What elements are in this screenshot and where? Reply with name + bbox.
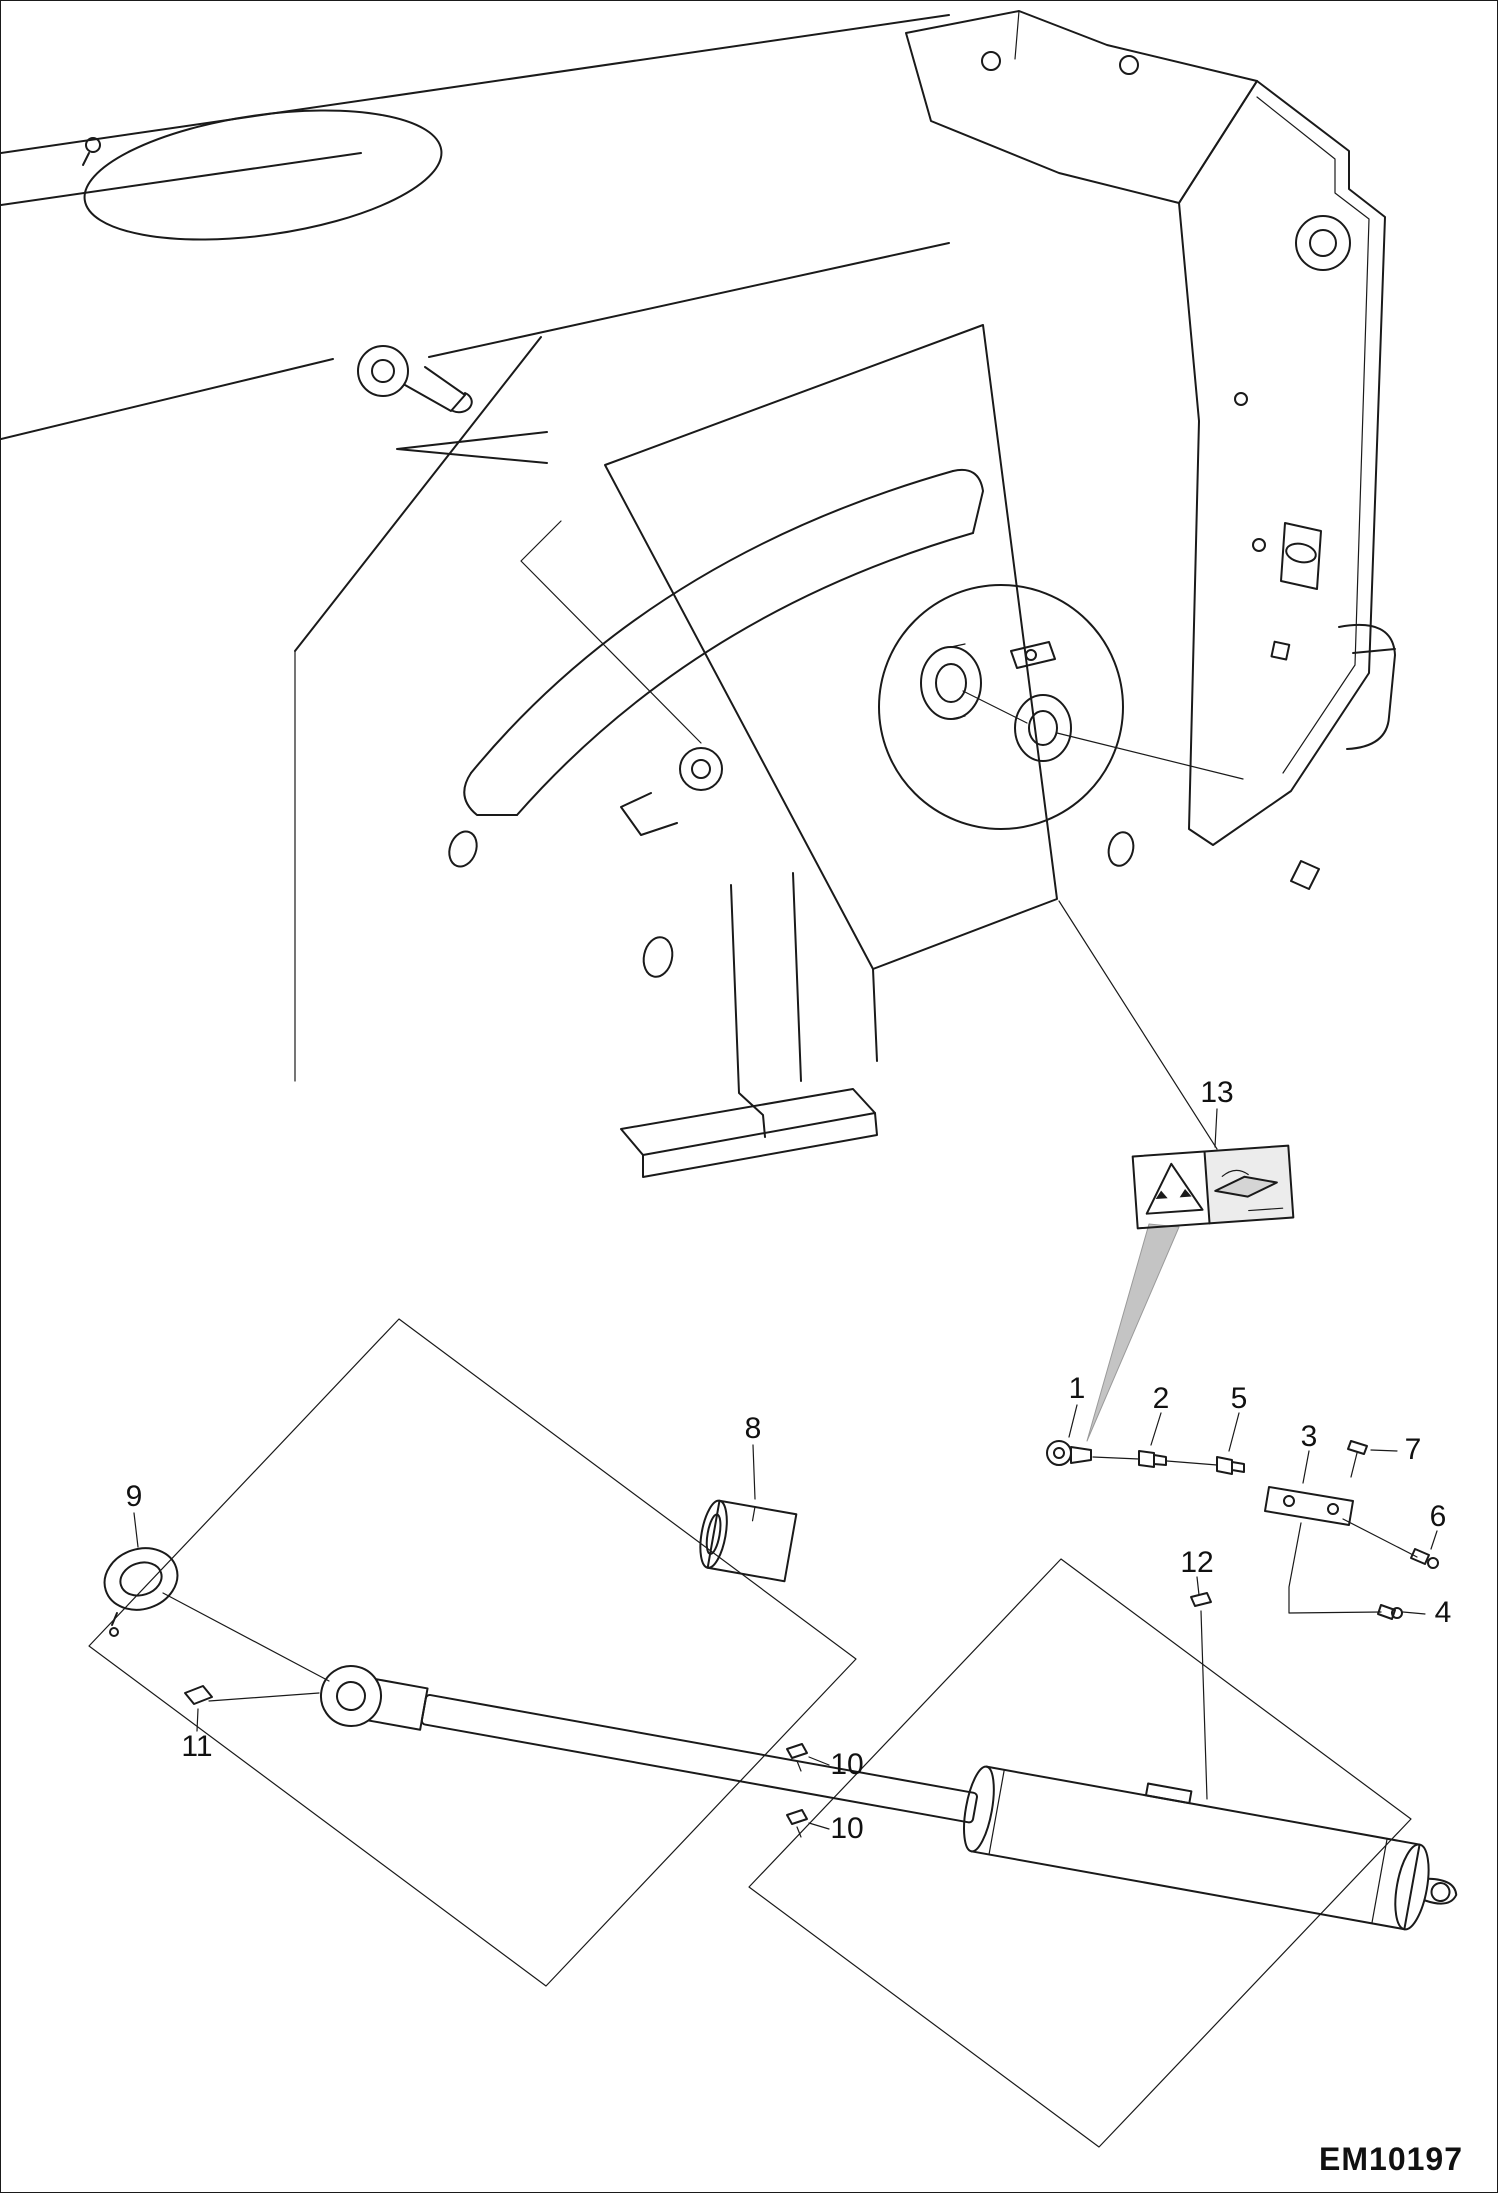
read-manual-icon [1214,1169,1284,1212]
callout-label-5: 5 [1230,1382,1248,1415]
callout-label-2: 2 [1152,1382,1170,1415]
callout-label-8: 8 [744,1412,762,1445]
drawing-code: EM10197 [1319,2141,1463,2177]
callout-label-11: 11 [181,1730,213,1763]
callout-label-6: 6 [1429,1500,1447,1533]
main-frame [448,10,1396,1178]
decal-pointer-beam [1086,1223,1180,1442]
hydraulic-cylinder [103,1440,1458,1931]
callout-label-13: 13 [1200,1076,1234,1109]
callout-label-1: 1 [1068,1372,1086,1405]
callout-label-7: 7 [1404,1433,1422,1466]
callout-label-12: 12 [1180,1546,1214,1579]
detail-circle [878,584,1244,830]
callout-label-3: 3 [1300,1420,1318,1453]
callout-leaders [133,1108,1438,1830]
reference-planes [88,1318,1412,2148]
callout-label-10b: 10 [830,1812,864,1845]
callout-label-9: 9 [125,1480,143,1513]
boom-arm [1,14,950,1082]
crush-warning-icon [1145,1162,1204,1215]
callout-label-10a: 10 [830,1748,864,1781]
warning-decal [1131,1144,1295,1230]
callout-label-4: 4 [1434,1596,1452,1629]
